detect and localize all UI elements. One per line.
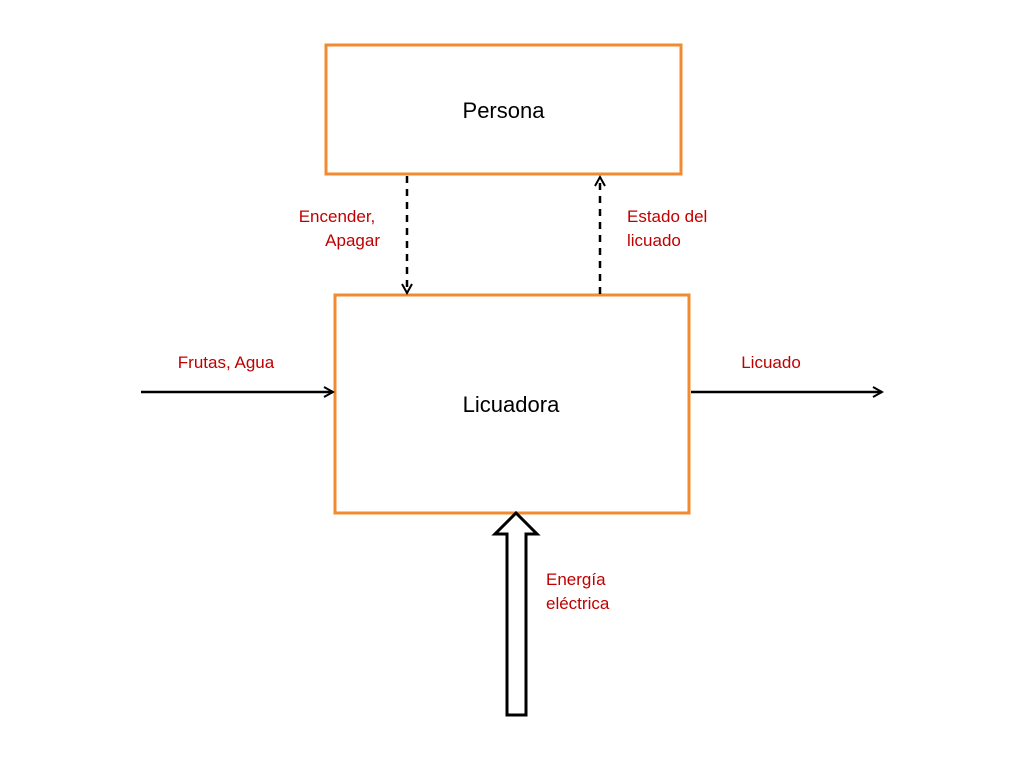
flow-label-frutas-line1: Frutas, Agua (178, 353, 275, 372)
flow-label-estado-line2: licuado (627, 231, 681, 250)
flow-label-encender: Encender, Apagar (299, 207, 381, 250)
flow-label-energia-line1: Energía (546, 570, 606, 589)
flow-label-estado-line1: Estado del (627, 207, 707, 226)
flow-label-encender-line2: Apagar (325, 231, 380, 250)
persona-box (324, 43, 683, 176)
flow-label-estado: Estado del licuado (627, 207, 712, 250)
licuadora-box (333, 293, 691, 515)
flow-label-frutas: Frutas, Agua (178, 353, 275, 372)
energy-block-arrow (491, 510, 541, 717)
flow-label-licuado: Licuado (741, 353, 801, 372)
flow-label-encender-line1: Encender, (299, 207, 376, 226)
licuadora-label: Licuadora (463, 392, 560, 417)
flow-label-energia: Energía eléctrica (546, 570, 610, 613)
persona-label: Persona (463, 98, 546, 123)
node-persona: Persona (324, 43, 683, 176)
node-licuadora: Licuadora (333, 293, 691, 515)
flow-label-energia-line2: eléctrica (546, 594, 610, 613)
flow-label-licuado-line1: Licuado (741, 353, 801, 372)
